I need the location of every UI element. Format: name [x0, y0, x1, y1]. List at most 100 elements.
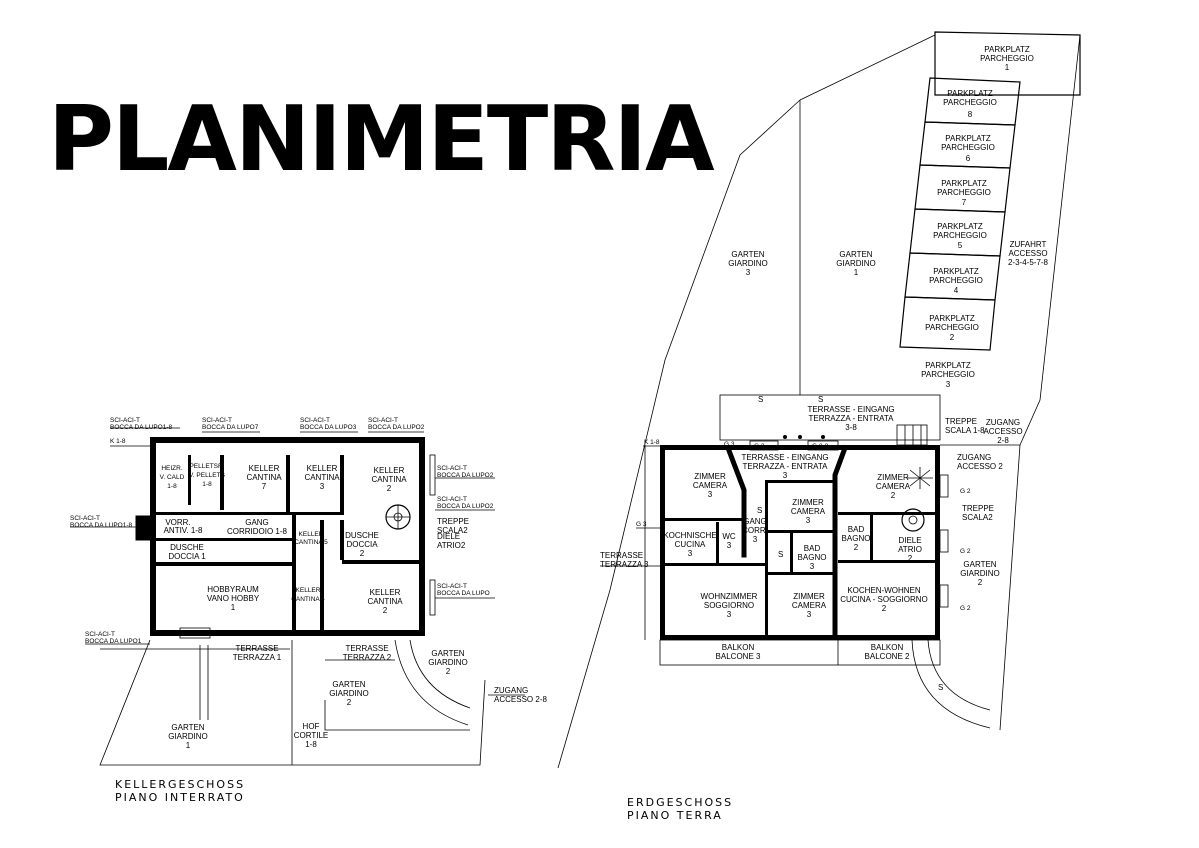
room-label: KELLER: [374, 466, 405, 475]
sch-label: SCI-ACI-T: [110, 417, 140, 424]
ground-wall: [665, 563, 765, 566]
basement-ramp-curve: [394, 639, 469, 726]
stair-1-8: [896, 424, 928, 446]
room-label: 2: [978, 578, 983, 587]
s-marker: S: [757, 506, 762, 515]
room-label: CAMERA: [791, 507, 826, 516]
basement-window: [179, 627, 211, 639]
room-label: BAD: [804, 544, 821, 553]
room-label: SCALA2: [437, 526, 468, 535]
parking-label: PARKPLATZ: [929, 314, 975, 323]
room-label: ATRIO2: [437, 541, 466, 550]
room-label: 1: [854, 268, 859, 277]
skylight-icon: [907, 467, 933, 489]
room-label: 2-8: [997, 436, 1009, 445]
parking-label: PARCHEGGIO: [921, 370, 975, 379]
zufahrt-label: ACCESSO: [1008, 249, 1047, 258]
room-label: KOCHEN-WOHNEN: [847, 586, 921, 595]
s-marker: S: [818, 395, 823, 404]
basement-lightwell: [429, 454, 436, 496]
ground-caption: ERDGESCHOSS: [627, 796, 733, 809]
ground-wall: [765, 480, 768, 635]
basement-wall: [340, 455, 344, 515]
room-label: 1: [231, 603, 236, 612]
room-label: TERRASSE - EINGANG: [741, 453, 828, 462]
ground-wall: [724, 444, 747, 558]
parking-label: PARKPLATZ: [937, 222, 983, 231]
sch-label: SCI-ACI-T: [202, 417, 232, 424]
room-label: 1-8: [167, 483, 177, 490]
parking-label: PARKPLATZ: [984, 45, 1030, 54]
basement-site-line: [324, 700, 470, 731]
basement-wall-left: [150, 437, 156, 636]
room-label: DUSCHE: [170, 543, 204, 552]
room-label: CANTINA 5: [294, 539, 328, 546]
room-label: ZIMMER: [793, 592, 825, 601]
room-label: 3-8: [845, 423, 857, 432]
room-label: 3: [727, 541, 732, 550]
basement-caption: KELLERGESCHOSS: [115, 778, 245, 791]
room-label: TREPPE: [945, 417, 977, 426]
ground-wall: [768, 530, 835, 533]
g3-label: G 3: [754, 443, 765, 450]
basement-wall-top: [150, 437, 425, 443]
zufahrt-label: 2-3-4-5-7-8: [1008, 258, 1049, 267]
room-label: 3: [746, 268, 751, 277]
basement-plan: SCI-ACI-T BOCCA DA LUPO1-8 SCI-ACI-T BOC…: [70, 417, 547, 804]
basement-lightwell: [429, 579, 436, 616]
ground-wall: [838, 560, 935, 563]
room-label: HOBBYRAUM: [207, 585, 259, 594]
room-label: 7: [262, 482, 267, 491]
ground-wall: [832, 444, 849, 638]
room-label: KOCHNISCHE: [663, 531, 716, 540]
garden-2-outline: [940, 444, 1021, 731]
room-label: ACCESSO 2-8: [494, 695, 547, 704]
room-label: CORTILE: [294, 731, 329, 740]
sch-label: BOCCA DA LUPO1-8: [70, 522, 133, 529]
room-label: GARTEN: [332, 680, 365, 689]
room-label: TERRAZZA 1: [233, 653, 282, 662]
sch-label: BOCCA DA LUPO1: [85, 638, 142, 645]
room-label: 3: [806, 516, 811, 525]
room-label: 2: [446, 667, 451, 676]
room-label: HEIZR.: [161, 465, 183, 472]
sch-label: SCI-ACI-T: [85, 631, 115, 638]
room-label: SOGGIORNO: [704, 601, 754, 610]
room-label: 2: [891, 491, 896, 500]
basement-wall: [156, 538, 296, 541]
room-label: WC: [722, 532, 736, 541]
parking-label: PARCHEGGIO: [943, 98, 997, 107]
parking-space-2: [899, 296, 996, 351]
room-label: BALCONE 3: [716, 652, 761, 661]
parking-label: PARCHEGGIO: [925, 323, 979, 332]
sch-label: SCI-ACI-T: [437, 496, 467, 503]
room-label: TERRAZZA 3: [600, 560, 649, 569]
room-label: TERRAZZA 2: [343, 653, 392, 662]
ground-wall-right: [935, 445, 940, 640]
parking-label: PARKPLATZ: [925, 361, 971, 370]
parking-label: PARKPLATZ: [941, 179, 987, 188]
basement-wall: [342, 560, 420, 564]
sch-label: BOCCA DA LUPO2: [437, 503, 494, 510]
room-label: CUCINA - SOGGIORNO: [840, 595, 928, 604]
room-label: KELLER: [299, 531, 324, 538]
g3-label: G 3: [636, 521, 647, 528]
room-label: GARTEN: [731, 250, 764, 259]
s-marker: S: [778, 550, 783, 559]
ground-window: [939, 474, 949, 498]
room-label: 2: [360, 549, 365, 558]
room-label: CUCINA: [675, 540, 706, 549]
parking-label: PARCHEGGIO: [937, 188, 991, 197]
ground-window: [939, 529, 949, 553]
basement-wall-right: [419, 437, 425, 636]
room-label: ACCESSO: [983, 427, 1022, 436]
room-label: TERRASSE: [345, 644, 388, 653]
sch-label: SCI-ACI-T: [437, 465, 467, 472]
balcony-strip: [659, 639, 941, 666]
room-label: WOHNZIMMER: [701, 592, 758, 601]
basement-ramp-curve: [409, 639, 471, 709]
ground-wall-top: [660, 445, 940, 450]
ground-floor-plan: PARKPLATZ PARCHEGGIO 1 PARKPLATZ PARCHEG…: [557, 31, 1081, 822]
room-label: BALCONE 2: [865, 652, 910, 661]
room-label: GARTEN: [171, 723, 204, 732]
